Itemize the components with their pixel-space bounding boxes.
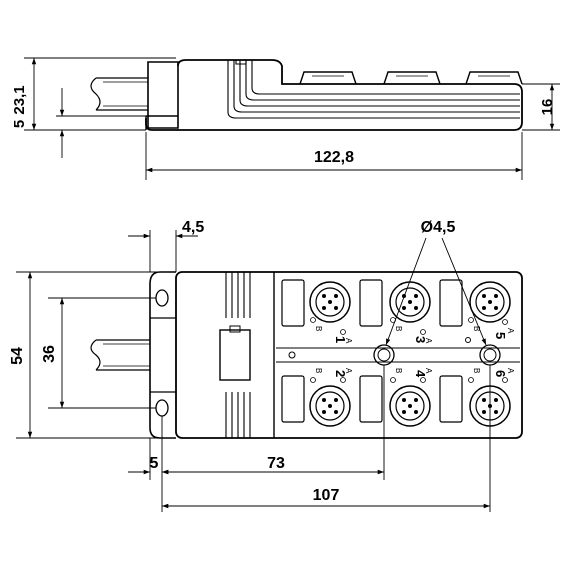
port-5-label-a: A: [506, 328, 515, 334]
port-3-label-b: B: [394, 326, 403, 331]
mounting-hole-bottom: [155, 399, 169, 417]
dim-height-base: 5: [11, 120, 28, 128]
top-left-flange: [149, 271, 176, 439]
dim-hole-length: 107: [313, 487, 340, 504]
port-markers: [281, 279, 463, 423]
top-housing: [175, 271, 523, 439]
top-view: 1 3 5 2 4 6 A B A B A B A B A B A B: [9, 219, 523, 512]
port-4-label-b: B: [394, 368, 403, 373]
top-grooves: [225, 272, 251, 438]
dim-hole-spacing: 36: [41, 345, 58, 363]
dim-mid-length: 73: [267, 455, 285, 472]
dim-height-total: 23,1: [11, 85, 28, 114]
top-cable: [90, 339, 150, 371]
top-label-window: [219, 329, 251, 381]
side-base: [145, 115, 178, 130]
diameter-leaders: [385, 237, 487, 346]
port-number-1: 1: [333, 336, 348, 343]
top-dimensions: [16, 230, 491, 512]
side-connectors: [299, 71, 523, 85]
side-dimensions: [24, 57, 560, 180]
side-cable: [90, 77, 148, 111]
port-number-4: 4: [413, 370, 428, 378]
port-2-label-b: B: [314, 368, 323, 373]
port-3-label-a: A: [424, 338, 433, 344]
side-view: 23,1 5 16 122,8: [11, 57, 560, 180]
port-number-5: 5: [493, 332, 508, 339]
port-number-2: 2: [333, 370, 348, 377]
connector-1: [309, 281, 351, 323]
port-1-label-b: B: [314, 326, 323, 331]
side-grooves: [227, 60, 520, 119]
port-6-label-b: B: [472, 368, 481, 373]
port-6-label-a: A: [506, 368, 515, 374]
dim-hole-offset: 4,5: [182, 219, 204, 236]
connector-4: [389, 385, 431, 427]
dim-width: 54: [9, 347, 26, 365]
dim-hole-diameter: Ø4,5: [421, 219, 456, 236]
dim-length: 122,8: [314, 149, 354, 166]
port-5-label-b: B: [472, 326, 481, 331]
center-rail: [276, 347, 520, 363]
dim-height-right: 16: [539, 99, 556, 116]
port-4-label-a: A: [424, 368, 433, 374]
connector-3: [389, 281, 431, 323]
port-1-label-a: A: [344, 338, 353, 344]
led-labels: A B A B A B A B A B A B: [310, 317, 515, 383]
port-number-3: 3: [413, 336, 428, 343]
connector-2: [309, 385, 351, 427]
port-2-label-a: A: [344, 368, 353, 374]
mounting-hole-top: [155, 289, 169, 307]
side-strain-relief: [147, 61, 179, 129]
connector-5: [469, 281, 511, 323]
port-number-6: 6: [493, 370, 508, 377]
dim-edge-offset: 5: [150, 455, 159, 472]
side-housing: [145, 59, 523, 131]
